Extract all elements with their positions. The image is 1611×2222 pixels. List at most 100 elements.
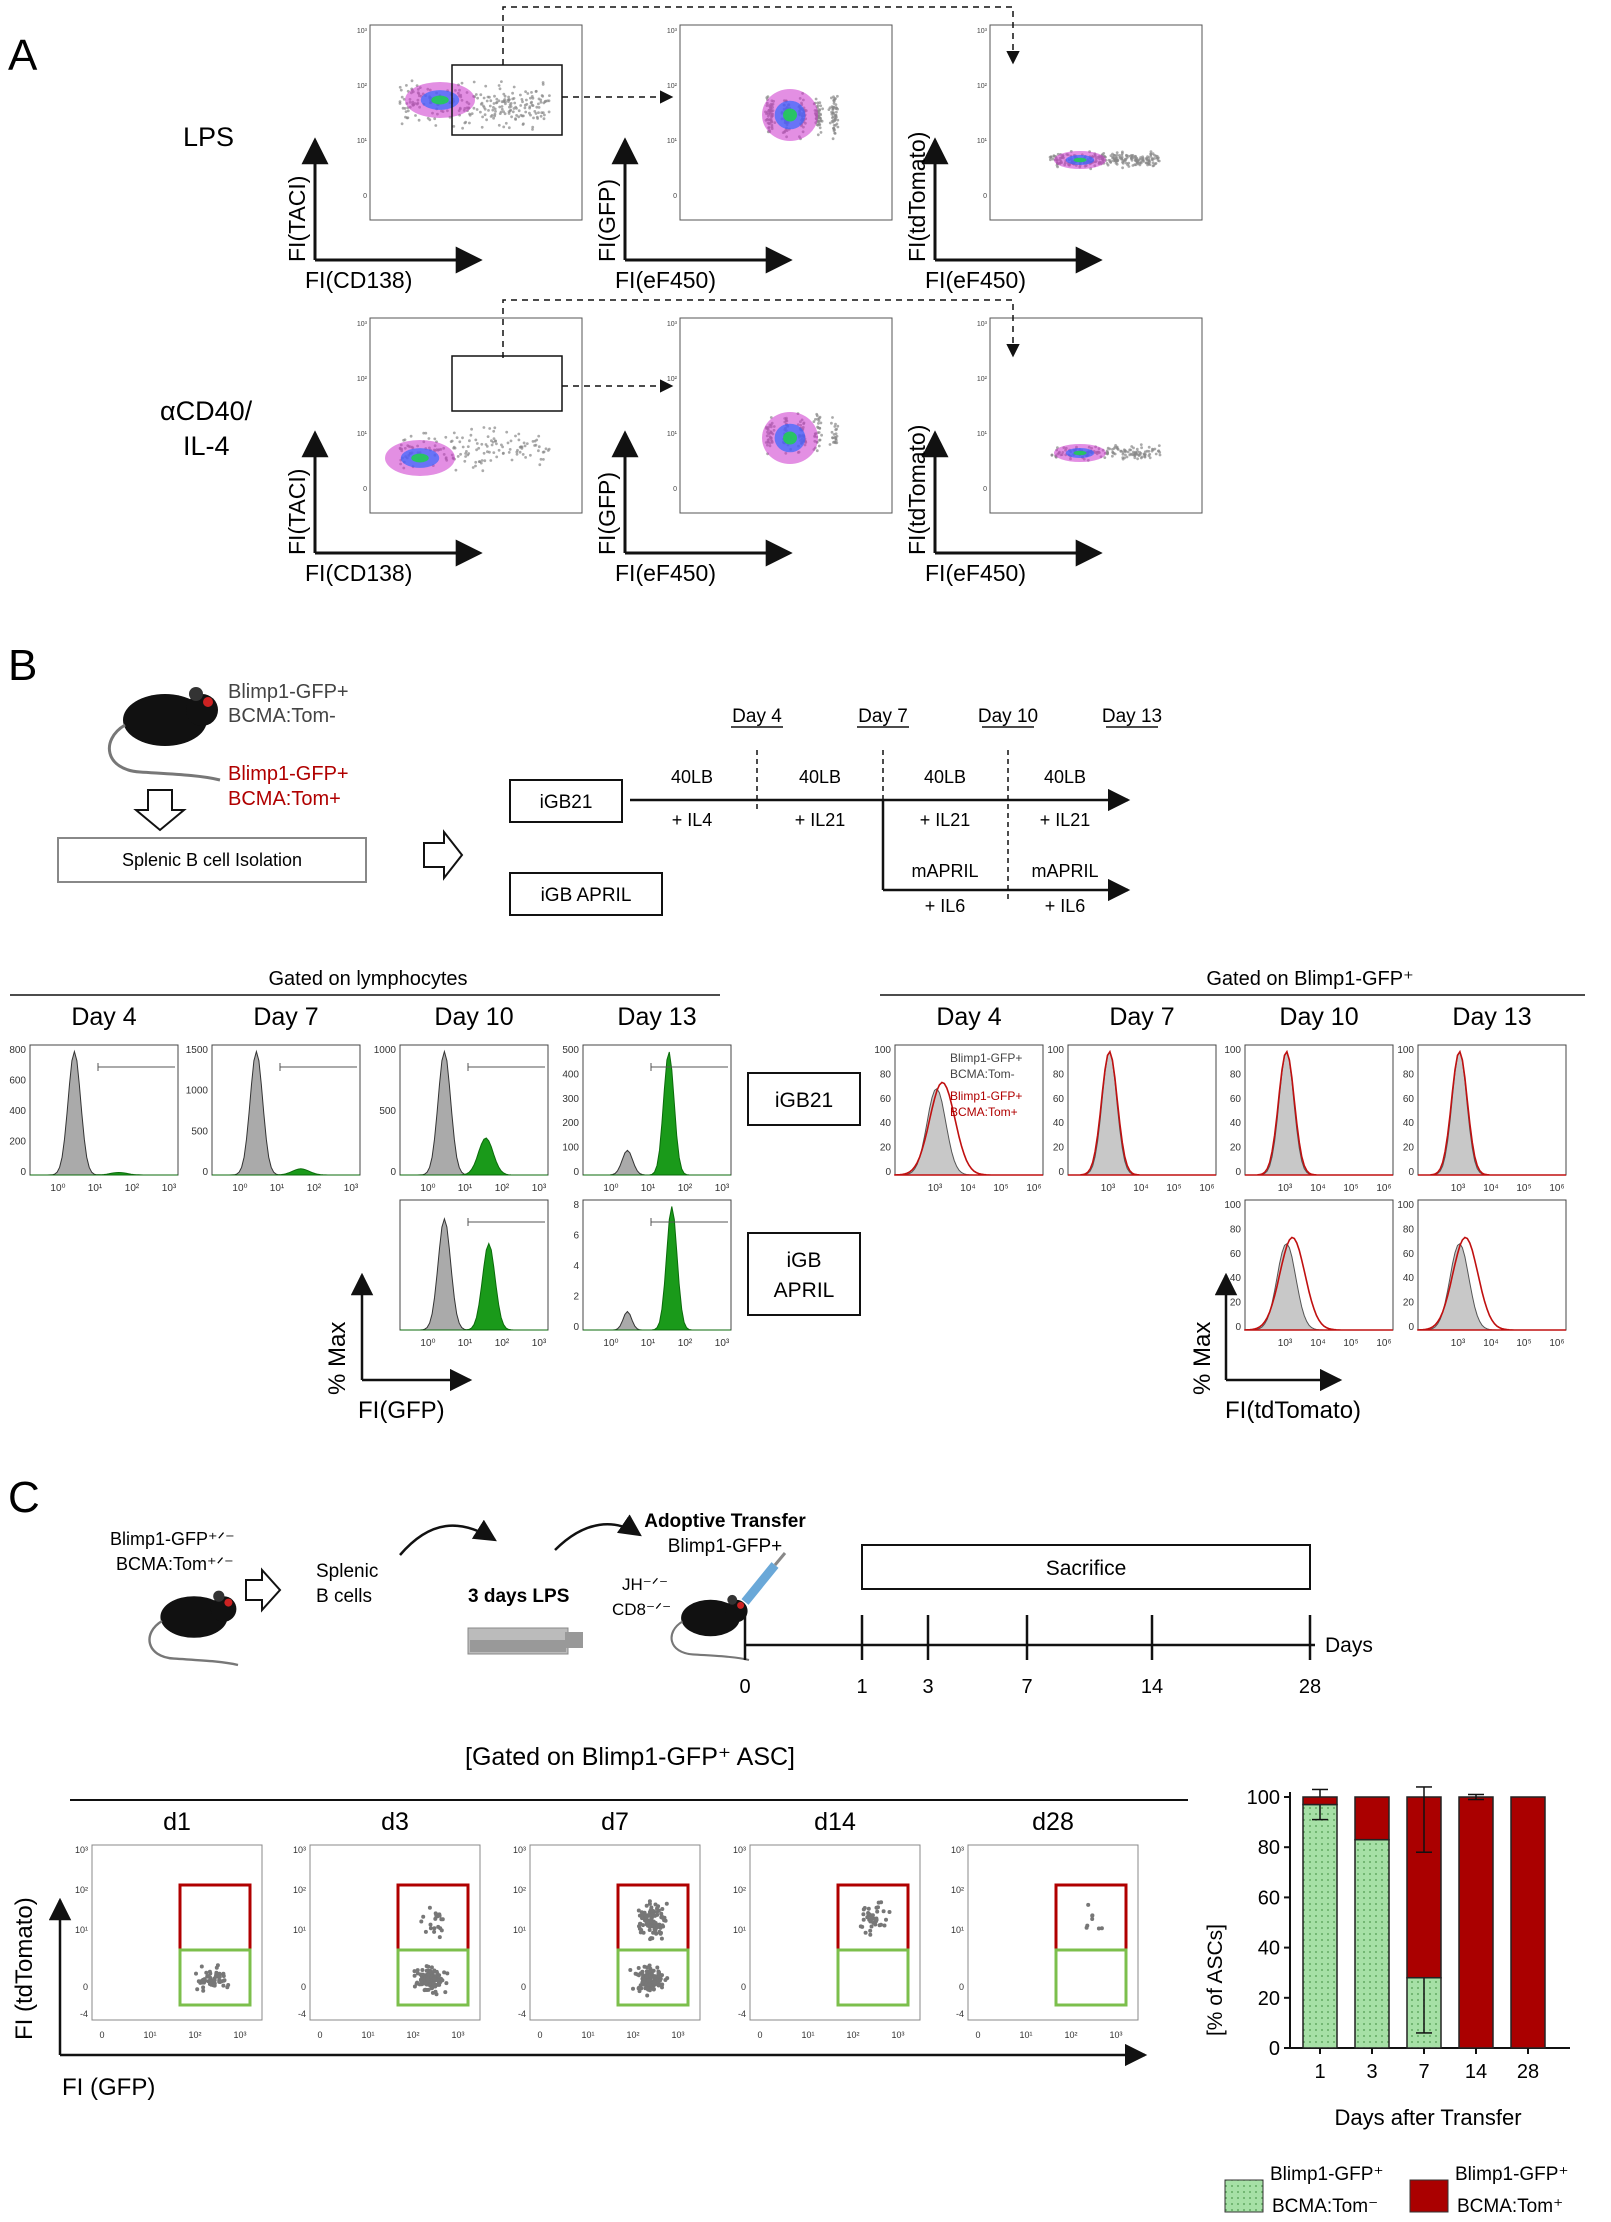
flow-event — [541, 94, 545, 98]
scatter-point — [202, 1978, 207, 1983]
flow-ytick: 0 — [673, 486, 677, 493]
flow-event — [484, 84, 488, 88]
flow-event — [1124, 161, 1128, 165]
scatter-point — [436, 1924, 441, 1929]
flow-event — [404, 110, 408, 113]
igb21-label: iGB21 — [540, 792, 593, 813]
flow-event — [534, 112, 538, 115]
scatter-point — [428, 1922, 433, 1927]
flow-event — [512, 107, 516, 110]
scatter-point — [215, 1963, 220, 1968]
flow-event — [492, 429, 496, 433]
hist-day-title-left: Day 13 — [617, 1003, 696, 1031]
bar-xtick-label: 14 — [1465, 2061, 1487, 2083]
hist-ytick-right: 100 — [874, 1045, 891, 1056]
scatter-point — [660, 1923, 665, 1928]
flow-event — [512, 85, 516, 89]
flow-event — [452, 446, 456, 450]
flow-event — [834, 97, 837, 100]
flow-event — [465, 450, 468, 453]
flow-event — [536, 117, 539, 120]
flow-event — [533, 110, 537, 113]
scatter-xtick: 10² — [1064, 2030, 1077, 2040]
hist-xtick-right: 10⁵ — [1166, 1183, 1181, 1194]
flow-event — [815, 414, 819, 418]
c-splenic-1: Splenic — [316, 1561, 378, 1582]
flow-event — [519, 93, 522, 97]
hist-red-right — [1068, 1049, 1216, 1176]
scatter-point — [641, 1923, 645, 1928]
hist-xtick-right: 10⁶ — [1199, 1183, 1214, 1194]
scatter-point — [656, 1974, 661, 1979]
scatter-ytick: -4 — [518, 2009, 526, 2019]
hist-xtick-right: 10⁴ — [1133, 1183, 1148, 1194]
flow-event — [507, 95, 510, 99]
scatter-point — [420, 1968, 425, 1972]
flow-event — [502, 92, 506, 96]
bar-xlabel: Days after Transfer — [1334, 2105, 1521, 2130]
flow-event — [517, 438, 521, 442]
flow-event — [836, 125, 840, 129]
flow-event — [547, 110, 551, 114]
flow-event — [818, 101, 822, 105]
flow-ytick: 10² — [667, 83, 678, 90]
flow-event — [1120, 157, 1123, 161]
flow-event — [464, 452, 467, 455]
flow-event — [398, 85, 402, 89]
flow-event — [539, 457, 543, 461]
flow-event — [406, 109, 410, 113]
flow-ytick: 0 — [983, 193, 987, 200]
scatter-point — [423, 1981, 428, 1985]
flow-event — [835, 434, 839, 438]
bar-segment — [1510, 1796, 1546, 2049]
gate-green — [178, 1948, 252, 2007]
gated-blimp: Gated on Blimp1-GFP⁺ — [1206, 968, 1413, 990]
flow-event — [836, 118, 840, 122]
flow-event — [830, 430, 834, 434]
scatter-ytick: -4 — [738, 2009, 746, 2019]
scatter-ytick: 0 — [959, 1982, 964, 1992]
bar-xtick-label: 28 — [1517, 2061, 1539, 2083]
flow-event — [1134, 452, 1137, 455]
hist-inset-legend: Blimp1-GFP+ — [950, 1089, 1022, 1103]
b-right-ylabel: % Max — [1189, 1322, 1216, 1395]
hist-ytick-right: 80 — [1230, 1069, 1242, 1080]
flow-event — [434, 124, 438, 127]
hist-xtick-right: 10⁶ — [1549, 1183, 1564, 1194]
flow-event — [517, 432, 521, 436]
scatter-point — [653, 1902, 658, 1907]
flow-event — [482, 104, 485, 108]
flow-event — [499, 110, 503, 114]
flow-event — [529, 96, 532, 100]
flow-event — [494, 110, 497, 113]
flow-event — [488, 95, 491, 99]
hist-xtick: 10² — [495, 1183, 510, 1194]
flow-event — [528, 111, 531, 115]
flow-event — [1149, 154, 1153, 158]
scatter-point — [865, 1915, 870, 1920]
flow-event — [500, 80, 503, 83]
hist-xtick-right: 10⁴ — [1310, 1338, 1325, 1349]
gate-green — [1054, 1948, 1128, 2007]
treatment-top: 40LB — [671, 767, 713, 787]
b-legend-grey-2: BCMA:Tom- — [228, 705, 336, 727]
igb-april-box — [509, 872, 663, 916]
scatter-frame — [91, 1844, 263, 2021]
flow-event — [474, 460, 478, 464]
c-mouse-label-1: Blimp1-GFP⁺ᐟ⁻ — [110, 1529, 235, 1549]
scatter-point — [194, 1971, 198, 1976]
hist-ytick: 0 — [20, 1167, 26, 1178]
flow-event — [1124, 453, 1127, 457]
scatter-ytick: 0 — [521, 1982, 526, 1992]
c-hollow-arrow — [245, 1567, 282, 1613]
hist-xtick: 10³ — [162, 1183, 177, 1194]
flow-event — [497, 448, 501, 452]
scatter-point — [869, 1924, 874, 1929]
scatter-point — [861, 1912, 866, 1917]
scatter-point — [226, 1983, 231, 1987]
flow-ytick: 10² — [357, 376, 368, 383]
scatter-point — [213, 1974, 218, 1979]
hist-ytick-right: 0 — [1235, 1167, 1241, 1178]
flow-event — [485, 99, 489, 103]
